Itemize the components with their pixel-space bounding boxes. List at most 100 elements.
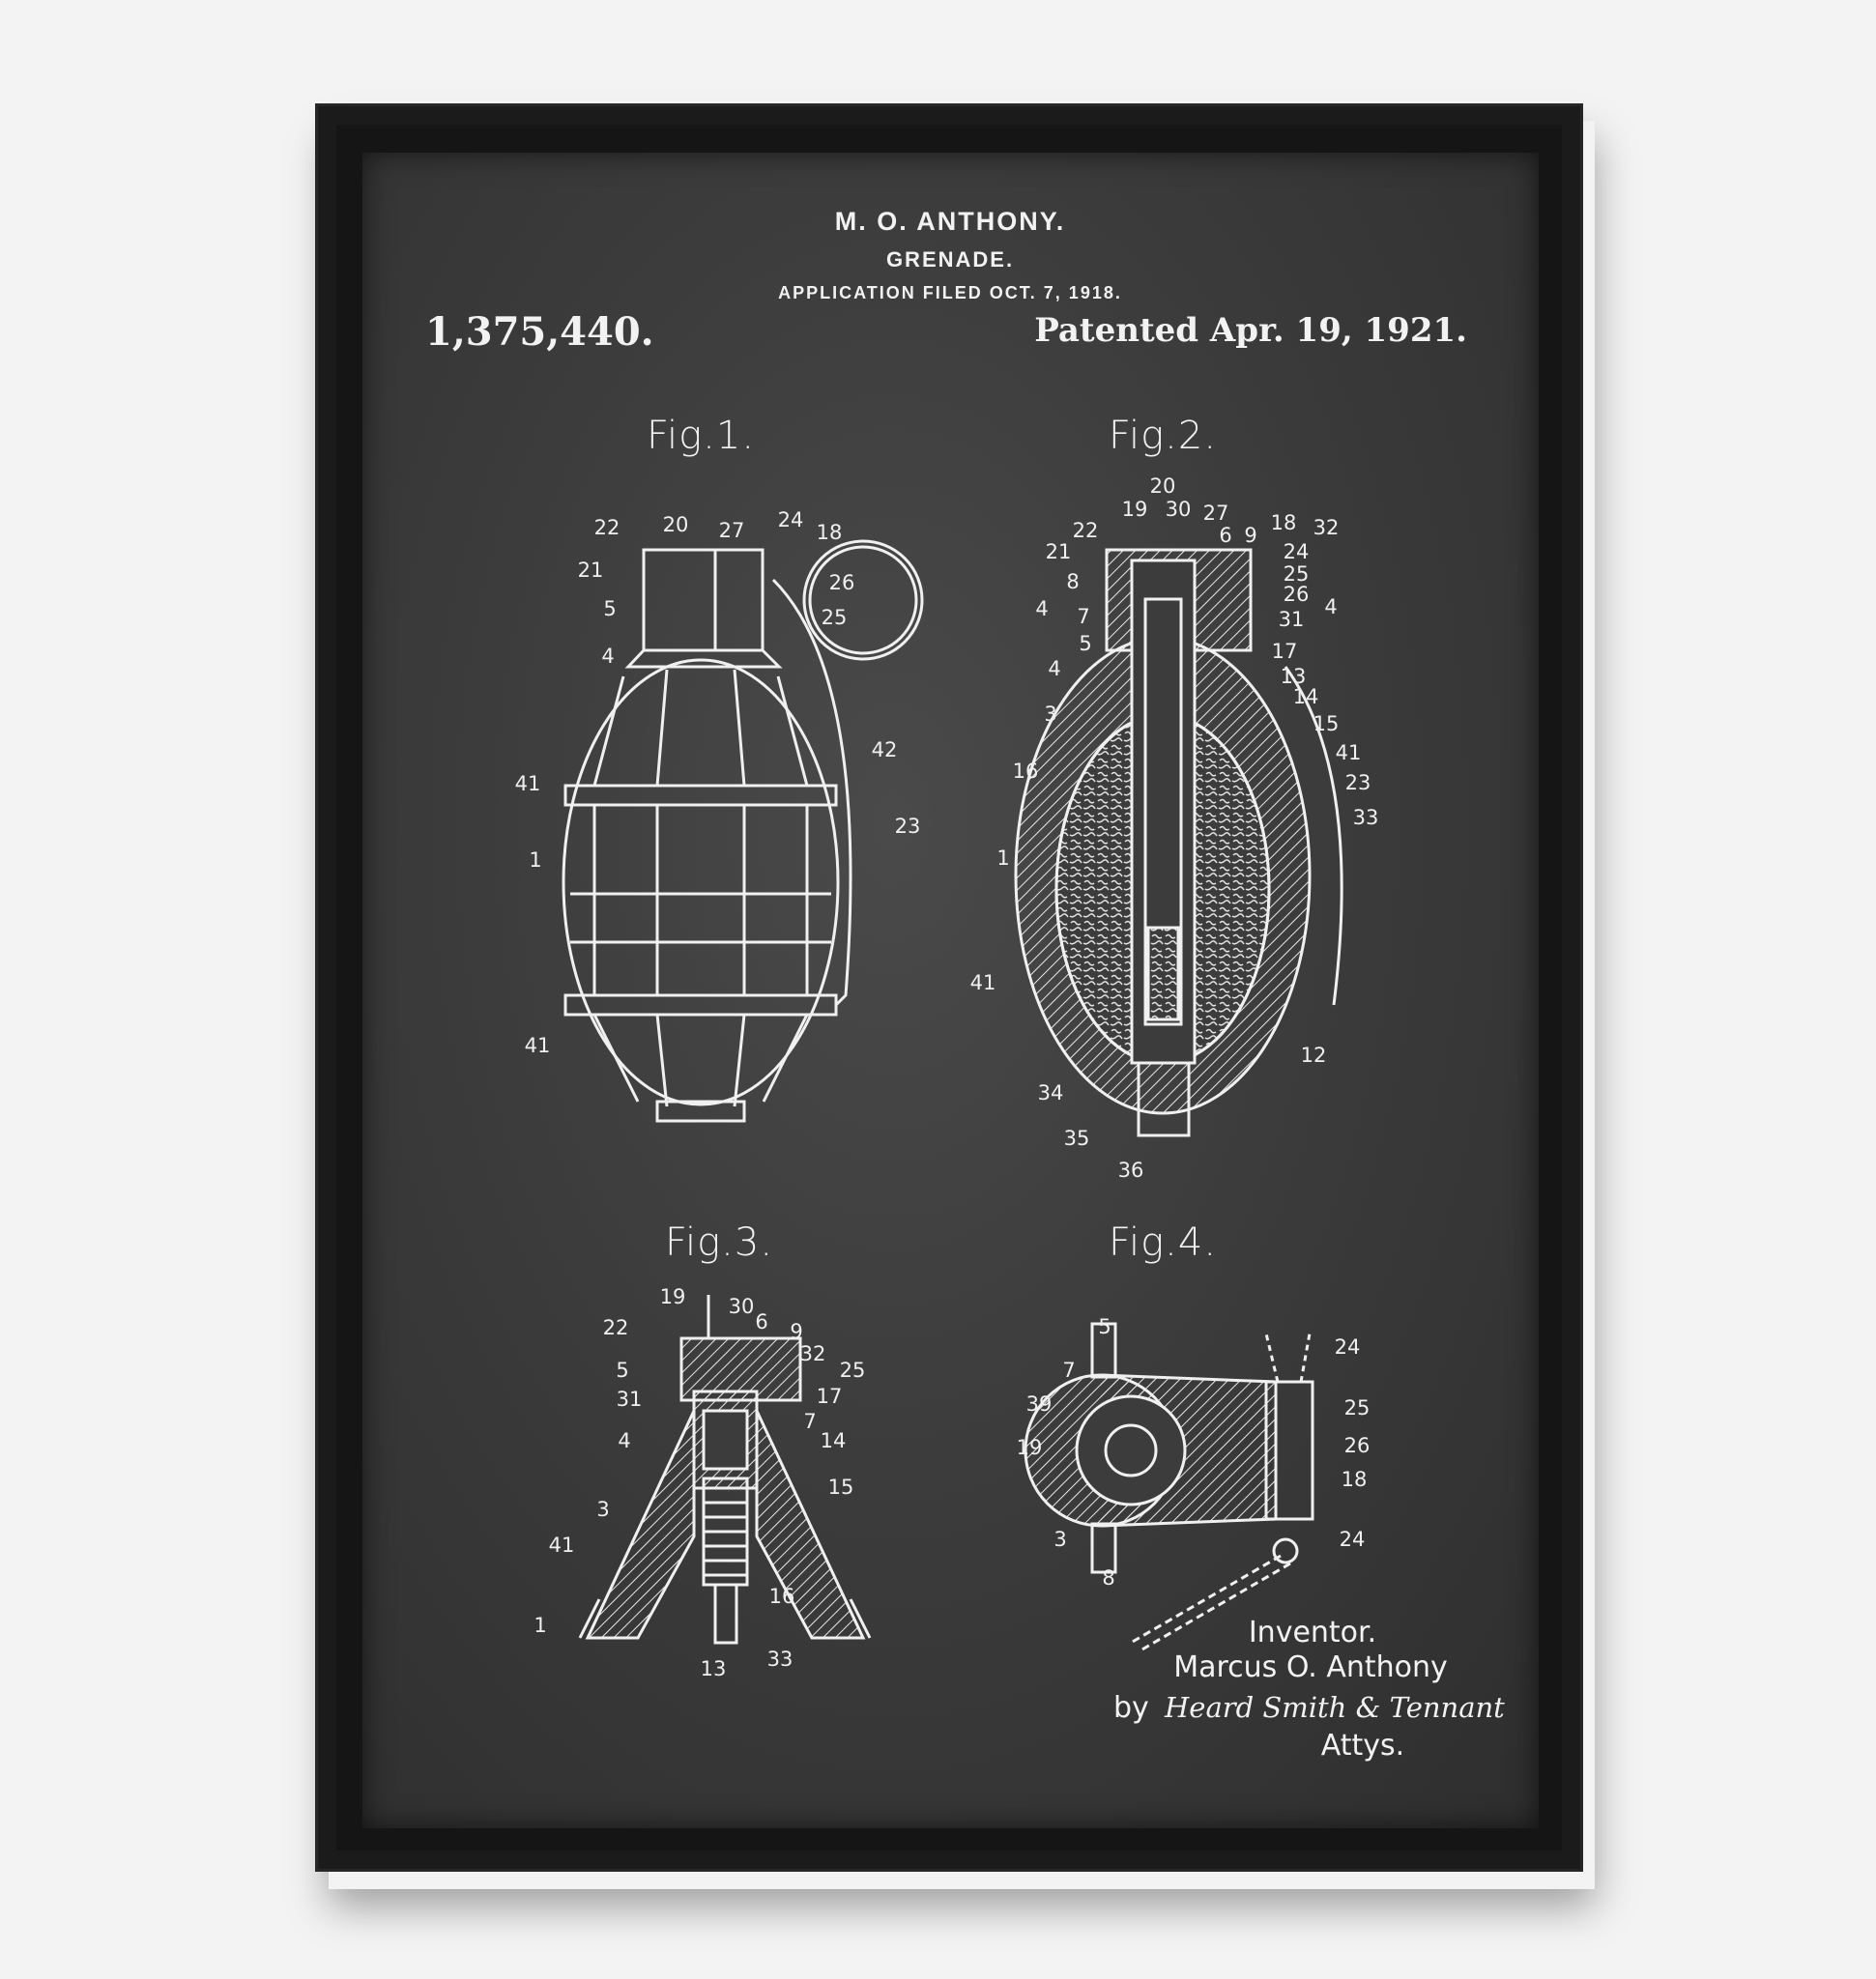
fig4-reference-label: 19 (1016, 1436, 1043, 1459)
fig3-reference-label: 15 (827, 1476, 854, 1499)
fig1-reference-label: 4 (601, 645, 615, 668)
fig1-reference-label: 18 (816, 521, 843, 544)
fig1-reference-label: 27 (718, 519, 745, 542)
fig2-reference-label: 12 (1300, 1044, 1327, 1067)
fig3-reference-label: 31 (616, 1388, 643, 1411)
fig1-grenade-drawing (562, 539, 924, 1123)
fig3-reference-label: 9 (790, 1320, 803, 1343)
fig1-reference-label: 5 (603, 597, 617, 620)
fig3-reference-label: 41 (548, 1534, 575, 1557)
fig3-reference-label: 17 (816, 1385, 843, 1408)
patent-inventor-header: M. O. ANTHONY. (834, 207, 1066, 236)
fig3-reference-label: 32 (799, 1342, 826, 1365)
fig2-reference-label: 4 (1324, 595, 1338, 618)
fig1-reference-label: 41 (514, 772, 541, 795)
fig2-reference-label: 13 (1280, 665, 1307, 688)
fig4-reference-label: 24 (1339, 1528, 1366, 1551)
attys-label: Attys. (1320, 1729, 1405, 1763)
fig3-reference-label: 7 (803, 1410, 817, 1433)
chalkboard-poster (362, 153, 1539, 1828)
fig2-reference-label: 35 (1063, 1127, 1090, 1150)
fig3-reference-label: 1 (534, 1614, 547, 1637)
fig1-reference-label: 22 (593, 516, 621, 539)
fig2-reference-label: 41 (969, 971, 996, 994)
fig1-reference-label: 26 (828, 571, 855, 594)
fig3-reference-label: 25 (839, 1359, 866, 1382)
fig2-reference-label: 31 (1278, 608, 1305, 631)
fig2-reference-label: 18 (1270, 511, 1297, 534)
fig3-reference-label: 14 (820, 1429, 847, 1452)
fig1-reference-label: 25 (821, 606, 848, 629)
fig4-reference-label: 24 (1334, 1335, 1361, 1359)
fig1-title: Fig.1. (646, 414, 756, 458)
fig2-reference-label: 23 (1344, 771, 1371, 794)
attorneys-signature: Heard Smith & Tennant (1165, 1691, 1505, 1724)
fig2-reference-label: 30 (1165, 498, 1192, 521)
fig2-reference-label: 24 (1283, 540, 1310, 563)
fig2-reference-label: 34 (1037, 1081, 1064, 1104)
fig2-reference-label: 4 (1048, 657, 1061, 680)
fig2-reference-label: 9 (1244, 524, 1257, 547)
fig2-reference-label: 19 (1121, 498, 1148, 521)
fig2-reference-label: 5 (1079, 632, 1092, 655)
fig1-reference-label: 23 (894, 815, 921, 838)
fig2-reference-label: 20 (1149, 474, 1176, 498)
fig2-reference-label: 14 (1292, 685, 1319, 708)
fig2-reference-label: 17 (1271, 640, 1298, 663)
fig3-title: Fig.3. (664, 1220, 774, 1265)
fig2-reference-label: 32 (1313, 516, 1340, 539)
fig4-reference-label: 26 (1343, 1434, 1371, 1457)
fig4-reference-label: 39 (1025, 1392, 1053, 1416)
fig2-reference-label: 41 (1335, 741, 1362, 764)
fig2-reference-label: 4 (1035, 597, 1049, 620)
fig2-reference-label: 25 (1283, 562, 1310, 586)
fig2-reference-label: 22 (1072, 519, 1099, 542)
fig4-reference-label: 25 (1343, 1396, 1371, 1420)
fig4-reference-label: 18 (1341, 1468, 1368, 1491)
fig3-reference-label: 22 (602, 1316, 629, 1339)
fig2-reference-label: 7 (1077, 605, 1090, 628)
fig4-reference-label: 8 (1102, 1566, 1115, 1590)
fig1-reference-label: 21 (577, 559, 604, 582)
inventor-name: Marcus O. Anthony (1173, 1650, 1448, 1684)
inventor-label: Inventor. (1248, 1616, 1377, 1649)
fig4-reference-label: 5 (1098, 1315, 1111, 1338)
fig3-fuse-section-drawing (578, 1295, 872, 1645)
fig3-reference-label: 3 (596, 1498, 610, 1521)
fig2-reference-label: 15 (1313, 712, 1340, 735)
fig3-reference-label: 6 (755, 1310, 768, 1334)
fig1-reference-label: 42 (871, 738, 898, 761)
fig4-title: Fig.4. (1108, 1220, 1218, 1265)
fig1-reference-label: 20 (662, 513, 689, 536)
fig3-reference-label: 5 (616, 1359, 629, 1382)
fig4-top-view-drawing (1024, 1322, 1314, 1652)
fig2-reference-label: 3 (1044, 703, 1057, 726)
fig3-reference-label: 19 (659, 1285, 686, 1308)
fig2-reference-label: 26 (1283, 583, 1310, 606)
fig2-reference-label: 21 (1045, 540, 1072, 563)
fig2-reference-label: 1 (996, 846, 1010, 870)
fig1-reference-label: 41 (524, 1034, 551, 1057)
fig4-reference-label: 3 (1053, 1528, 1067, 1551)
fig3-reference-label: 13 (700, 1657, 727, 1680)
fig2-reference-label: 8 (1066, 570, 1080, 593)
fig3-reference-label: 33 (766, 1648, 794, 1671)
patent-number: 1,375,440. (425, 309, 654, 355)
fig3-reference-label: 30 (728, 1295, 755, 1318)
fig3-reference-label: 4 (618, 1429, 631, 1452)
fig2-reference-label: 16 (1012, 760, 1039, 783)
fig1-reference-label: 1 (529, 848, 542, 872)
fig2-reference-label: 33 (1352, 806, 1379, 829)
fig2-reference-label: 27 (1202, 502, 1229, 525)
patent-title: GRENADE. (885, 247, 1015, 272)
fig2-title: Fig.2. (1108, 414, 1218, 458)
fig3-reference-label: 16 (768, 1585, 795, 1608)
fig2-reference-label: 6 (1219, 524, 1232, 547)
fig2-reference-label: 36 (1117, 1159, 1144, 1182)
fig4-reference-label: 7 (1062, 1359, 1076, 1382)
by-label: by (1113, 1691, 1149, 1725)
application-filed-date: APPLICATION FILED OCT. 7, 1918. (778, 283, 1122, 302)
patented-date: Patented Apr. 19, 1921. (1034, 311, 1467, 350)
fig2-grenade-section-drawing (1014, 548, 1343, 1137)
